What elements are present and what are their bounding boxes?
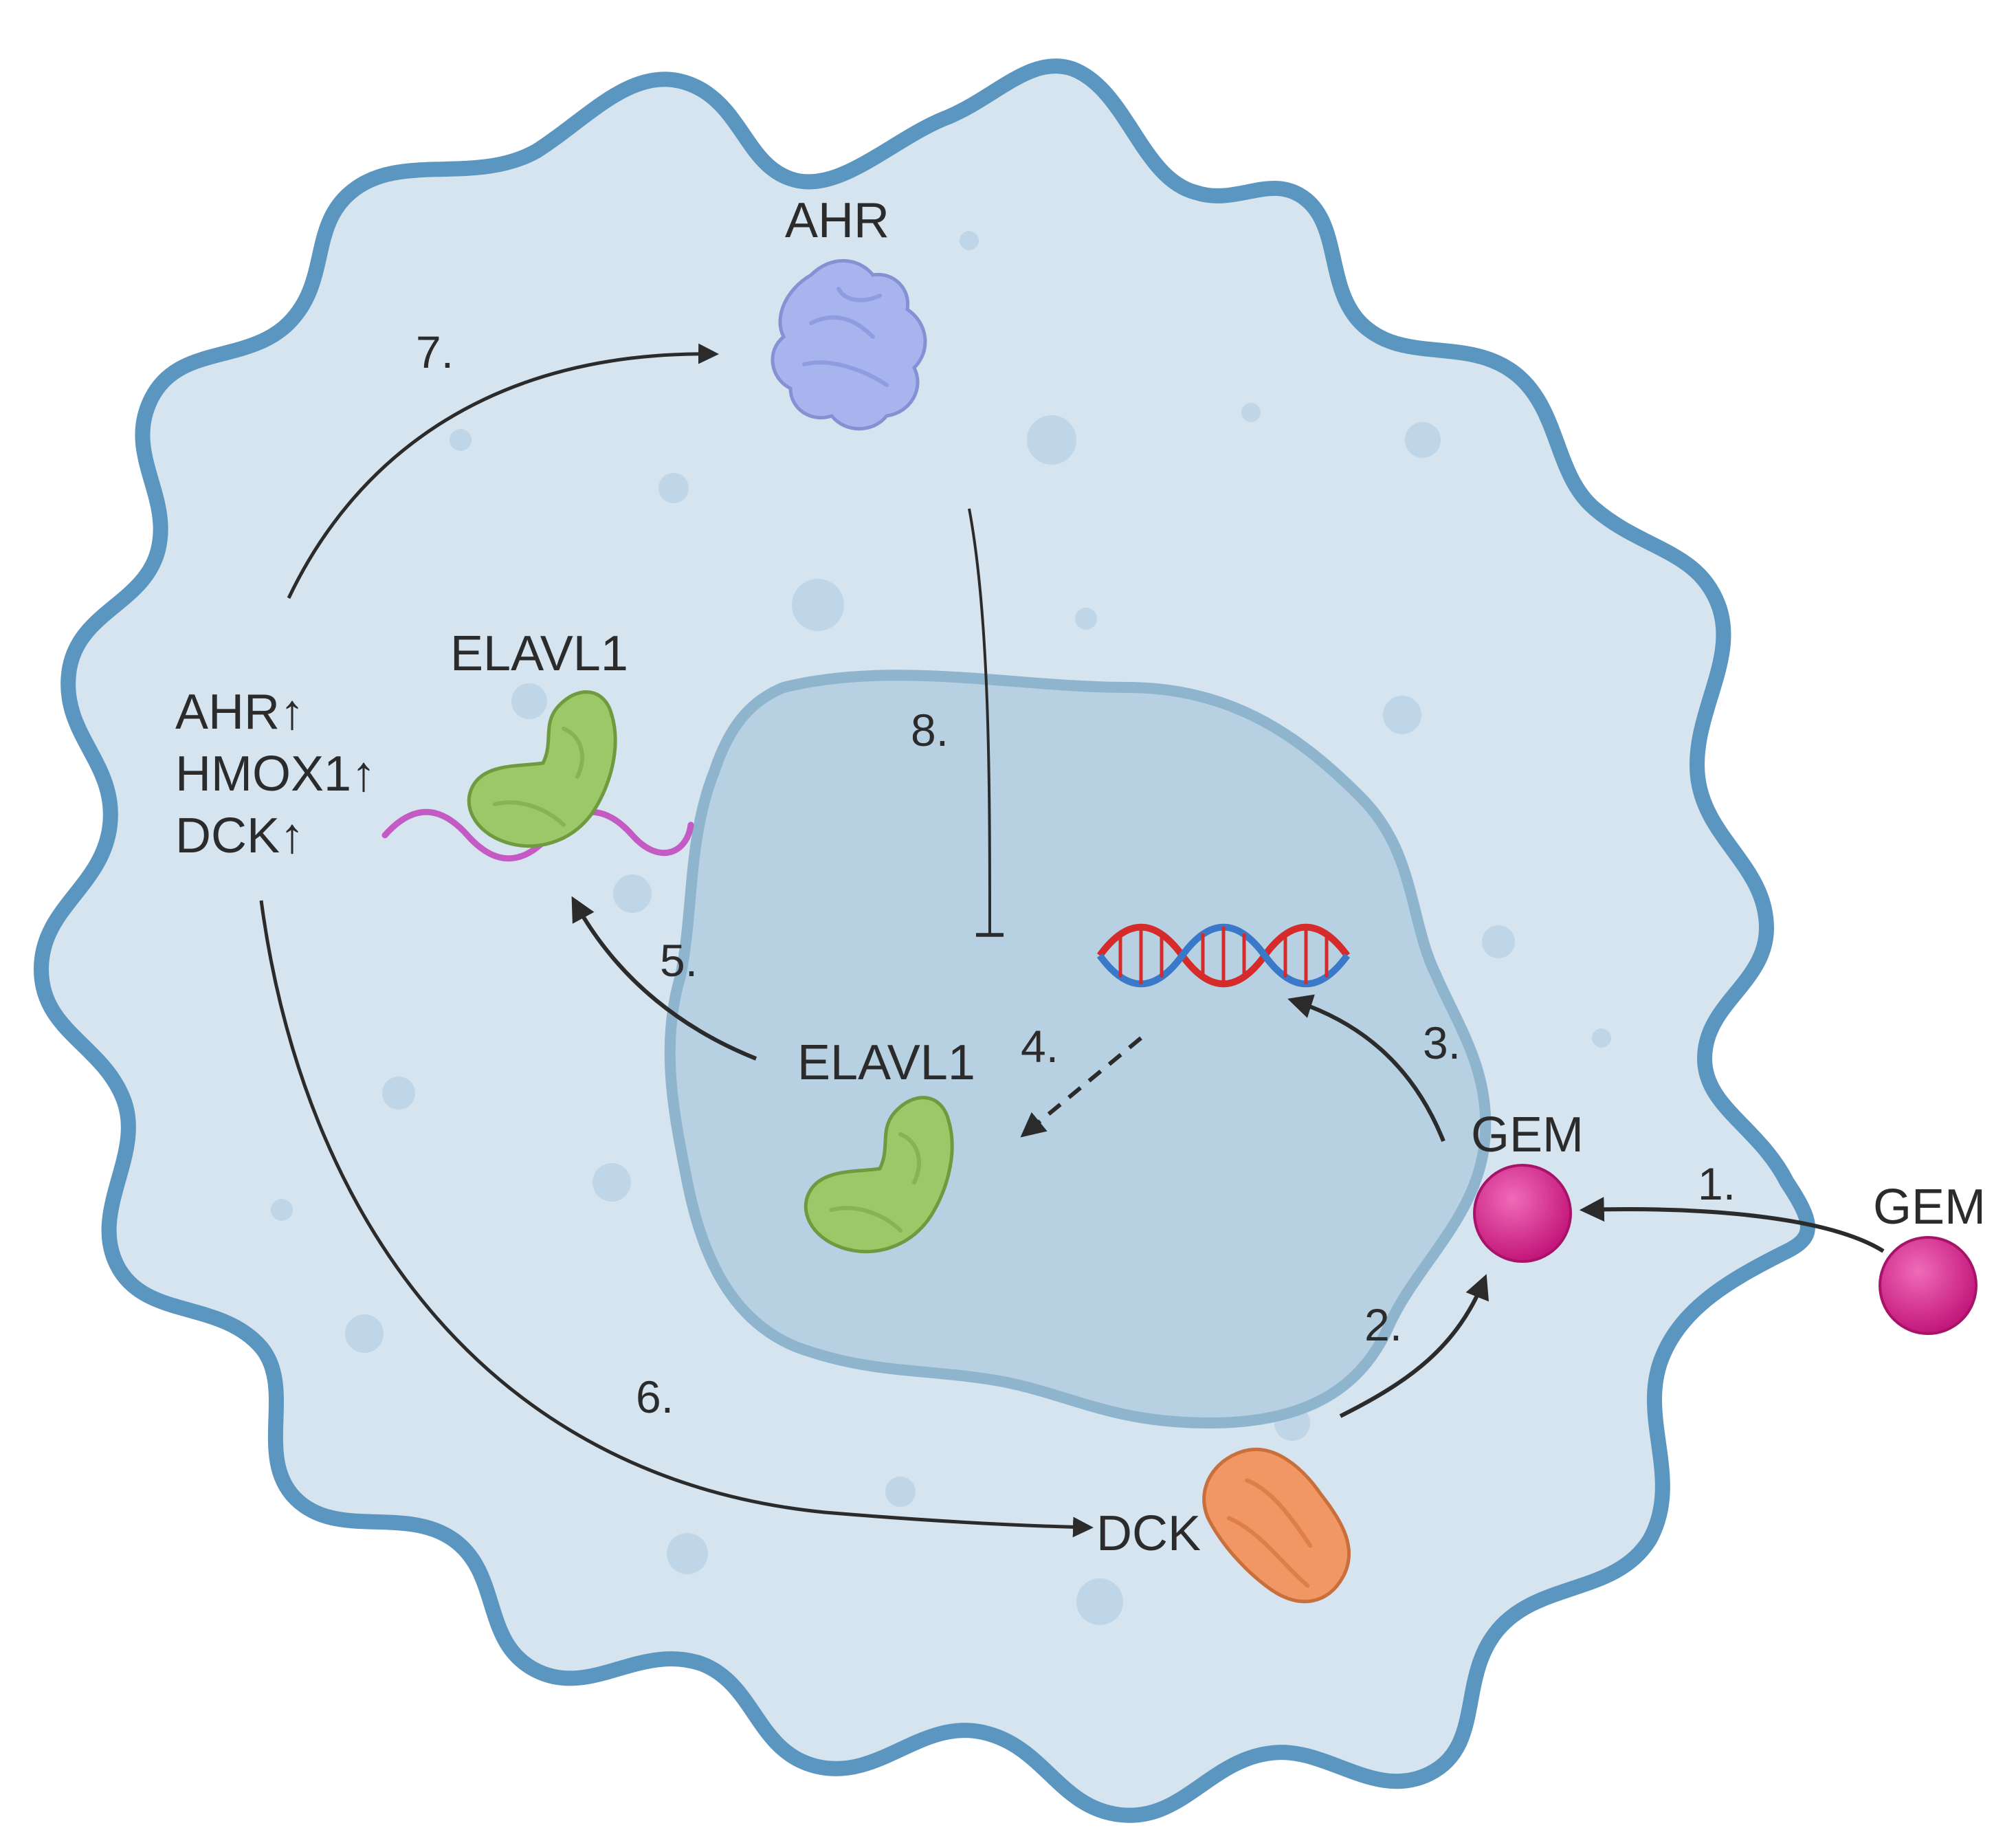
upregulated-dck-gene: DCK <box>175 808 280 863</box>
gem-outside-label: GEM <box>1873 1180 1986 1235</box>
gem-inside-sphere-icon <box>1473 1164 1572 1263</box>
arrow-step-5 <box>571 896 757 1061</box>
step-3-label: 3. <box>1423 1017 1461 1068</box>
arrow-step-3 <box>1287 994 1445 1143</box>
arrow-step-1 <box>1579 1197 1885 1253</box>
step-8-label: 8. <box>911 705 949 755</box>
gem-outside-sphere-icon <box>1879 1236 1978 1335</box>
step-5-label: 5. <box>660 935 698 986</box>
upregulated-hmox1: HMOX1↑ <box>175 747 376 802</box>
ahr-protein-icon <box>771 258 927 431</box>
step-1-label: 1. <box>1698 1158 1736 1209</box>
up-arrow-icon: ↑ <box>280 685 304 740</box>
step-7-label: 7. <box>416 327 454 377</box>
upregulated-ahr: AHR↑ <box>175 685 304 740</box>
upregulated-dck: DCK↑ <box>175 808 304 863</box>
step-6-label: 6. <box>636 1371 674 1422</box>
elavl1-nucleus-label: ELAVL1 <box>797 1035 975 1090</box>
arrow-step-2 <box>1339 1274 1489 1418</box>
ahr-label: AHR <box>785 193 889 248</box>
elavl1-nucleus-protein-icon <box>804 1096 954 1254</box>
step-2-label: 2. <box>1364 1299 1402 1350</box>
gem-inside-label: GEM <box>1471 1107 1584 1162</box>
dna-helix-icon <box>1096 923 1351 988</box>
arrow-step-7 <box>287 343 719 599</box>
elavl1-cytoplasm-label: ELAVL1 <box>450 626 628 681</box>
step-4-label: 4. <box>1021 1021 1059 1072</box>
upregulated-hmox1-gene: HMOX1 <box>175 747 351 802</box>
up-arrow-icon: ↑ <box>351 747 376 802</box>
up-arrow-icon: ↑ <box>280 808 304 863</box>
elavl1-cytoplasm-protein-icon <box>467 690 617 848</box>
inhibit-step-8 <box>968 508 1004 937</box>
dck-label: DCK <box>1096 1506 1201 1561</box>
upregulated-ahr-gene: AHR <box>175 685 280 740</box>
dck-protein-icon <box>1202 1447 1351 1604</box>
arrow-step-6 <box>259 900 1094 1538</box>
